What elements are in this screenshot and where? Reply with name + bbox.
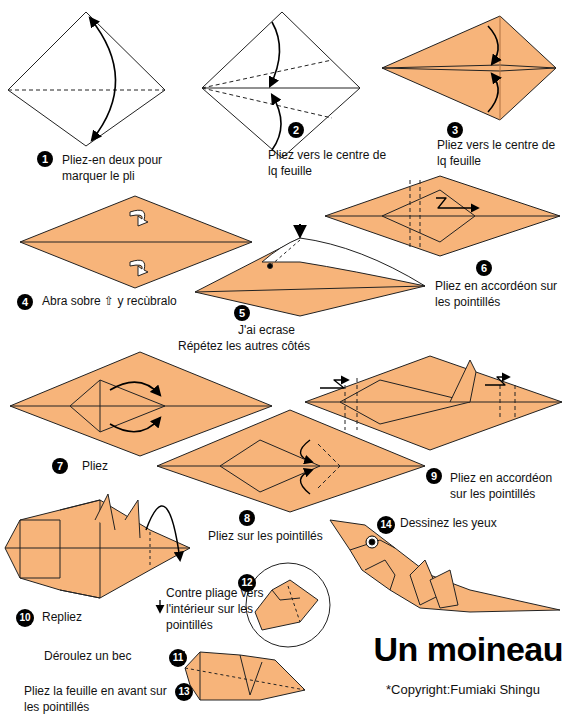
callout-number: 10 [16,609,34,627]
instruction-text: Abra sobre ⇧ y recùbralo [42,293,177,309]
callout-number: 4 [17,294,33,310]
diagram-title: Un moineau [373,630,563,669]
instruction-text: Repliez [42,609,82,625]
callout-number: 8 [239,510,255,526]
instruction-text: Pliez [82,458,108,474]
copyright-note: *Copyright:Fumiaki Shingu [386,682,540,698]
callout-number: 7 [52,458,68,474]
instruction-text: Dessinez les yeux [400,515,497,531]
callout-number: 1 [37,151,53,167]
instruction-text: Déroulez un bec [44,648,131,664]
instruction-text: Pliez en accordéon sur les pointillés [450,470,562,502]
callout-number: 5 [234,305,250,321]
callout-number: 14 [377,516,395,534]
callout-number: 6 [476,260,492,276]
instruction-text: Pliez vers le centre de lq feuille [268,147,388,179]
instruction-text: J'ai ecrase [238,322,295,338]
callout-number: 3 [447,122,463,138]
instruction-text: Contre pliage vers l'intérieur sur les p… [166,585,264,633]
callout-number: 13 [175,683,193,701]
instruction-text: Pliez sur les pointillés [208,528,323,544]
callout-number: 9 [426,468,442,484]
instruction-text: Pliez en accordéon sur les pointillés [435,278,563,310]
instruction-text: Pliez la feuille en avant sur les pointi… [24,683,174,715]
instruction-text: Pliez-en deux pour marquer le pli [62,152,184,184]
instruction-text: Pliez vers le centre de lq feuille [437,137,557,169]
callout-number: 11 [169,649,187,667]
callout-number: 2 [288,122,304,138]
instruction-text: Répétez les autres côtés [178,338,310,354]
